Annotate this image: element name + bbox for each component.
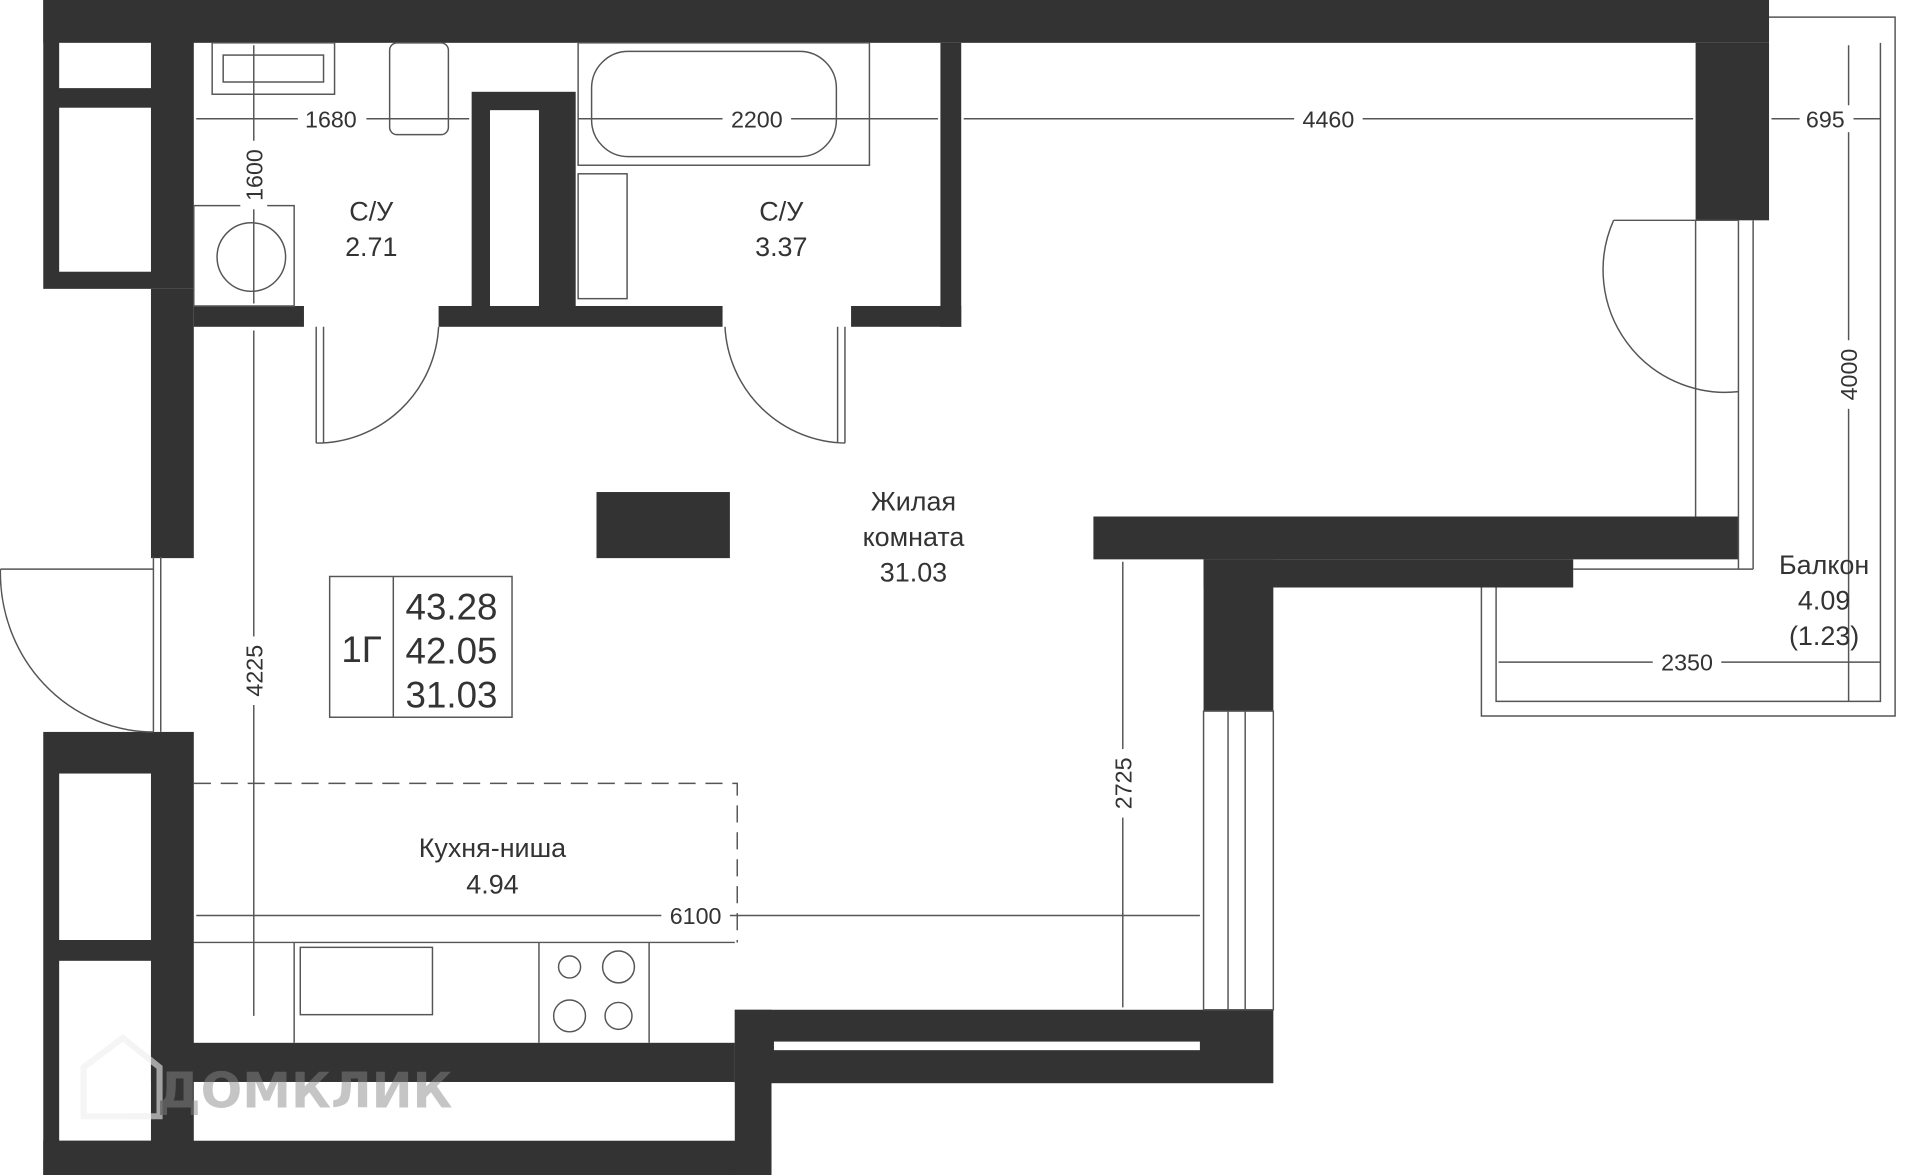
room-name-living: Жилая [871,486,956,516]
walls [43,0,1770,1175]
room-area-balcony-reduced: (1.23) [1789,621,1859,651]
room-area-balcony: 4.09 [1798,586,1850,616]
dim-695: 695 [1806,106,1845,132]
dim-4225: 4225 [241,645,267,697]
room-name-kitchen: Кухня-ниша [419,833,566,863]
room-name-bath1: С/У [349,196,394,226]
dim-2725: 2725 [1110,757,1136,809]
apartment-info-box: 1Г 43.28 42.05 31.03 [328,575,513,718]
room-area-kitchen: 4.94 [466,869,518,899]
dim-6100: 6100 [670,903,722,929]
watermark-text: ДОМКЛИК [157,1063,453,1120]
room-labels: С/У 2.71 С/У 3.37 Жилая комната 31.03 Ку… [345,196,1869,899]
windows [152,16,1896,1011]
dim-4000: 4000 [1836,349,1862,401]
room-name-bath2: С/У [759,196,804,226]
room-area-living: 31.03 [880,557,947,587]
dimension-labels: 1680 2200 4460 695 2350 6100 1600 4225 4… [240,105,1862,929]
watermark: ДОМКЛИК [80,1034,453,1120]
house-logo-icon [80,1034,163,1120]
dim-2350: 2350 [1661,650,1713,676]
room-area-bath2: 3.37 [755,232,807,262]
dim-4460: 4460 [1303,106,1355,132]
dim-1600: 1600 [241,149,267,201]
room-area-bath1: 2.71 [345,232,397,262]
fixtures [193,42,871,1043]
dim-1680: 1680 [305,106,357,132]
room-name-balcony: Балкон [1779,550,1869,580]
doors [0,219,1739,733]
living-area: 31.03 [406,674,498,715]
room-name-living-2: комната [863,522,965,552]
apartment-type: 1Г [341,629,381,670]
total-area: 43.28 [406,586,498,627]
living-total-area: 42.05 [406,630,498,671]
dim-2200: 2200 [731,106,783,132]
